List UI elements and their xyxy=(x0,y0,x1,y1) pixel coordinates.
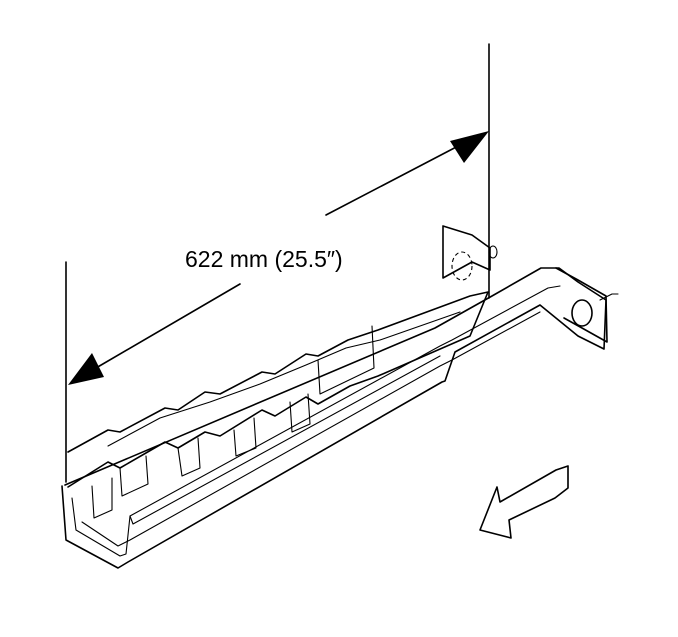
slider-block xyxy=(317,325,375,395)
front-mounting-bracket xyxy=(555,267,608,343)
upper-rail-center-line xyxy=(107,311,461,447)
dimension-line-upper-segment xyxy=(325,143,463,216)
rear-bolt-hole xyxy=(451,251,473,281)
slider-block xyxy=(233,417,257,457)
dimension-line xyxy=(68,131,489,385)
rail-floor-line xyxy=(81,311,541,547)
seat-rail xyxy=(61,225,619,569)
rail-outer-edge xyxy=(61,267,607,569)
forward-arrow-side xyxy=(555,465,569,489)
dimension-arrowhead-right xyxy=(450,131,489,163)
front-bolt-hole xyxy=(571,299,593,327)
rear-mounting-flange xyxy=(442,225,491,279)
slider-block-rear xyxy=(91,477,113,519)
dimension-label: 622 mm (25.5″) xyxy=(185,246,343,272)
rear-bolt-head xyxy=(488,245,498,259)
slider-block xyxy=(177,437,201,477)
slider-blocks xyxy=(91,325,375,519)
dimension-line-lower-segment xyxy=(95,283,241,369)
slider-block xyxy=(119,455,149,497)
rail-top-lip xyxy=(129,355,441,525)
upper-track-rail xyxy=(67,291,489,488)
rail-inner-wall xyxy=(71,285,561,557)
dimension-arrowhead-left xyxy=(68,353,104,385)
slider-block xyxy=(289,393,311,433)
forward-arrow-icon xyxy=(479,465,569,539)
front-bolt-tip xyxy=(599,293,619,301)
